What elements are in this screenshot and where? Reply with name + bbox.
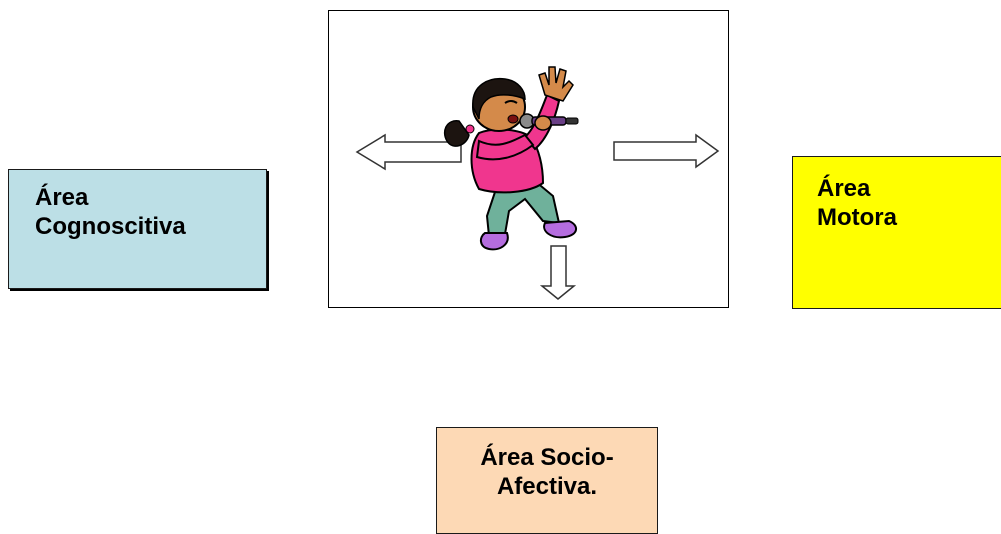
area-socio-afectiva-box: Área Socio- Afectiva.: [436, 427, 658, 534]
singing-child-figure: [443, 66, 579, 251]
area-motora-box: Área Motora: [792, 156, 1001, 309]
area-motora-line1: Área: [817, 175, 871, 202]
area-motora-line2: Motora: [817, 203, 897, 231]
arrow-left-icon: [355, 133, 462, 171]
arrow-down-icon: [539, 245, 577, 300]
area-socio-line1: Área Socio-: [480, 444, 614, 471]
area-socio-line2: Afectiva.: [496, 472, 598, 500]
central-illustration-frame: [328, 10, 729, 308]
area-cognoscitiva-box: Área Cognoscitiva: [8, 169, 267, 289]
child-singing-illustration: [355, 66, 720, 300]
arrow-right-icon: [613, 133, 720, 169]
area-cognoscitiva-line1: Área: [35, 184, 89, 211]
area-cognoscitiva-line2: Cognoscitiva: [35, 212, 186, 240]
